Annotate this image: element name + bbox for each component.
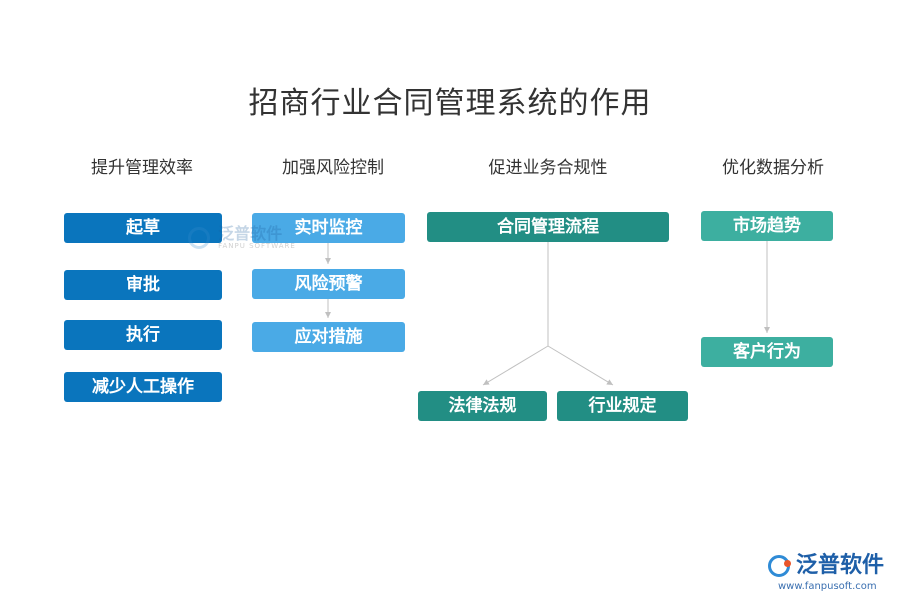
watermark-logo-icon — [188, 227, 210, 249]
box-approval: 审批 — [64, 270, 222, 300]
column-heading-data: 优化数据分析 — [722, 158, 824, 178]
watermark-cn: 泛普软件 — [218, 224, 283, 243]
column-heading-risk: 加强风险控制 — [282, 158, 384, 178]
column-heading-efficiency: 提升管理效率 — [91, 158, 193, 178]
column-heading-compliance: 促进业务合规性 — [488, 158, 608, 178]
box-risk-warning: 风险预警 — [252, 269, 405, 299]
diagram-title: 招商行业合同管理系统的作用 — [248, 86, 652, 121]
box-execution: 执行 — [64, 320, 222, 350]
brand-logo-url: www.fanpusoft.com — [778, 581, 877, 592]
box-industry-rules: 行业规定 — [557, 391, 688, 421]
box-laws-regulations: 法律法规 — [418, 391, 547, 421]
brand-logo-icon — [768, 555, 791, 577]
box-reduce-manual: 减少人工操作 — [64, 372, 222, 402]
brand-logo-name: 泛普软件 — [796, 553, 885, 578]
connector-process-to-law — [482, 345, 549, 386]
box-contract-process: 合同管理流程 — [427, 212, 669, 242]
box-realtime-monitor: 实时监控 — [252, 213, 405, 243]
watermark: 泛普软件 FANPU SOFTWARE — [188, 226, 296, 250]
box-customer-behavior: 客户行为 — [701, 337, 833, 367]
watermark-en: FANPU SOFTWARE — [218, 242, 296, 250]
box-market-trend: 市场趋势 — [701, 211, 833, 241]
connector-process-to-industry — [547, 345, 614, 386]
box-response-measures: 应对措施 — [252, 322, 405, 352]
